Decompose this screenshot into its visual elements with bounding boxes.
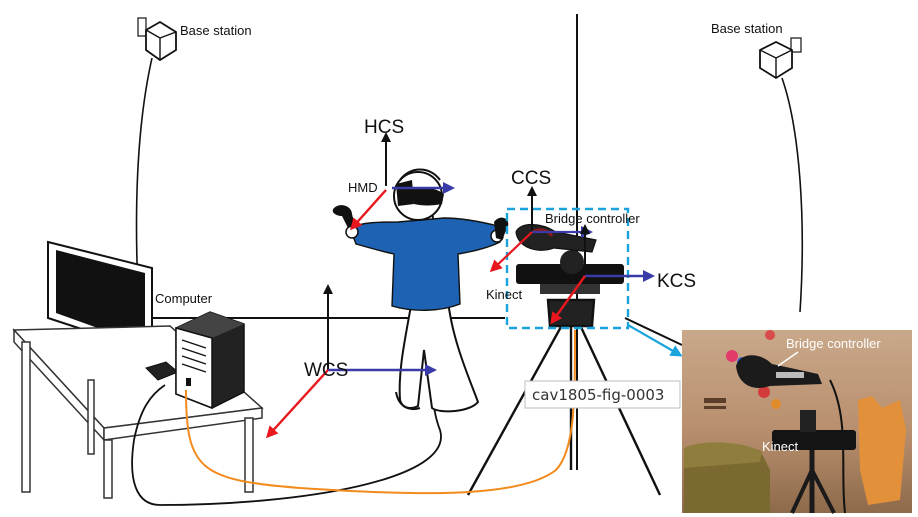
- bridge-controller-label: Bridge controller: [545, 211, 640, 226]
- person: [332, 168, 509, 413]
- base-station-left-label: Base station: [180, 23, 252, 38]
- figure-tag: cav1805-fig-0003: [524, 380, 681, 409]
- kinect-device: [516, 250, 624, 294]
- kcs-label: KCS: [657, 271, 696, 292]
- usb-cable: [185, 329, 576, 495]
- base-station-right-label: Base station: [711, 21, 783, 36]
- computer-tower: Computer: [155, 291, 245, 410]
- kinect-label: Kinect: [486, 287, 523, 302]
- hcs-label: HCS: [364, 117, 404, 138]
- hcs-axes: HCS HMD: [348, 117, 455, 231]
- base-station-right: Base station: [711, 21, 804, 313]
- ccs-label: CCS: [511, 168, 551, 189]
- ccs-axes: CCS Bridge controller: [489, 168, 640, 273]
- hmd-label: HMD: [348, 180, 378, 195]
- callout-arrow: [627, 324, 683, 357]
- base-station-left: Base station: [135, 17, 252, 291]
- wcs-label: WCS: [304, 360, 348, 381]
- photo-kinect-label: Kinect: [762, 439, 799, 454]
- photo-inset: Bridge controller Kinect: [682, 330, 912, 514]
- wcs-axes: WCS: [265, 284, 437, 439]
- highlight-box: [505, 207, 630, 330]
- computer-label: Computer: [155, 291, 213, 306]
- kcs-axes: KCS Kinect: [486, 224, 696, 325]
- photo-bridge-controller-label: Bridge controller: [786, 336, 881, 351]
- figure-tag-text: cav1805-fig-0003: [532, 386, 664, 404]
